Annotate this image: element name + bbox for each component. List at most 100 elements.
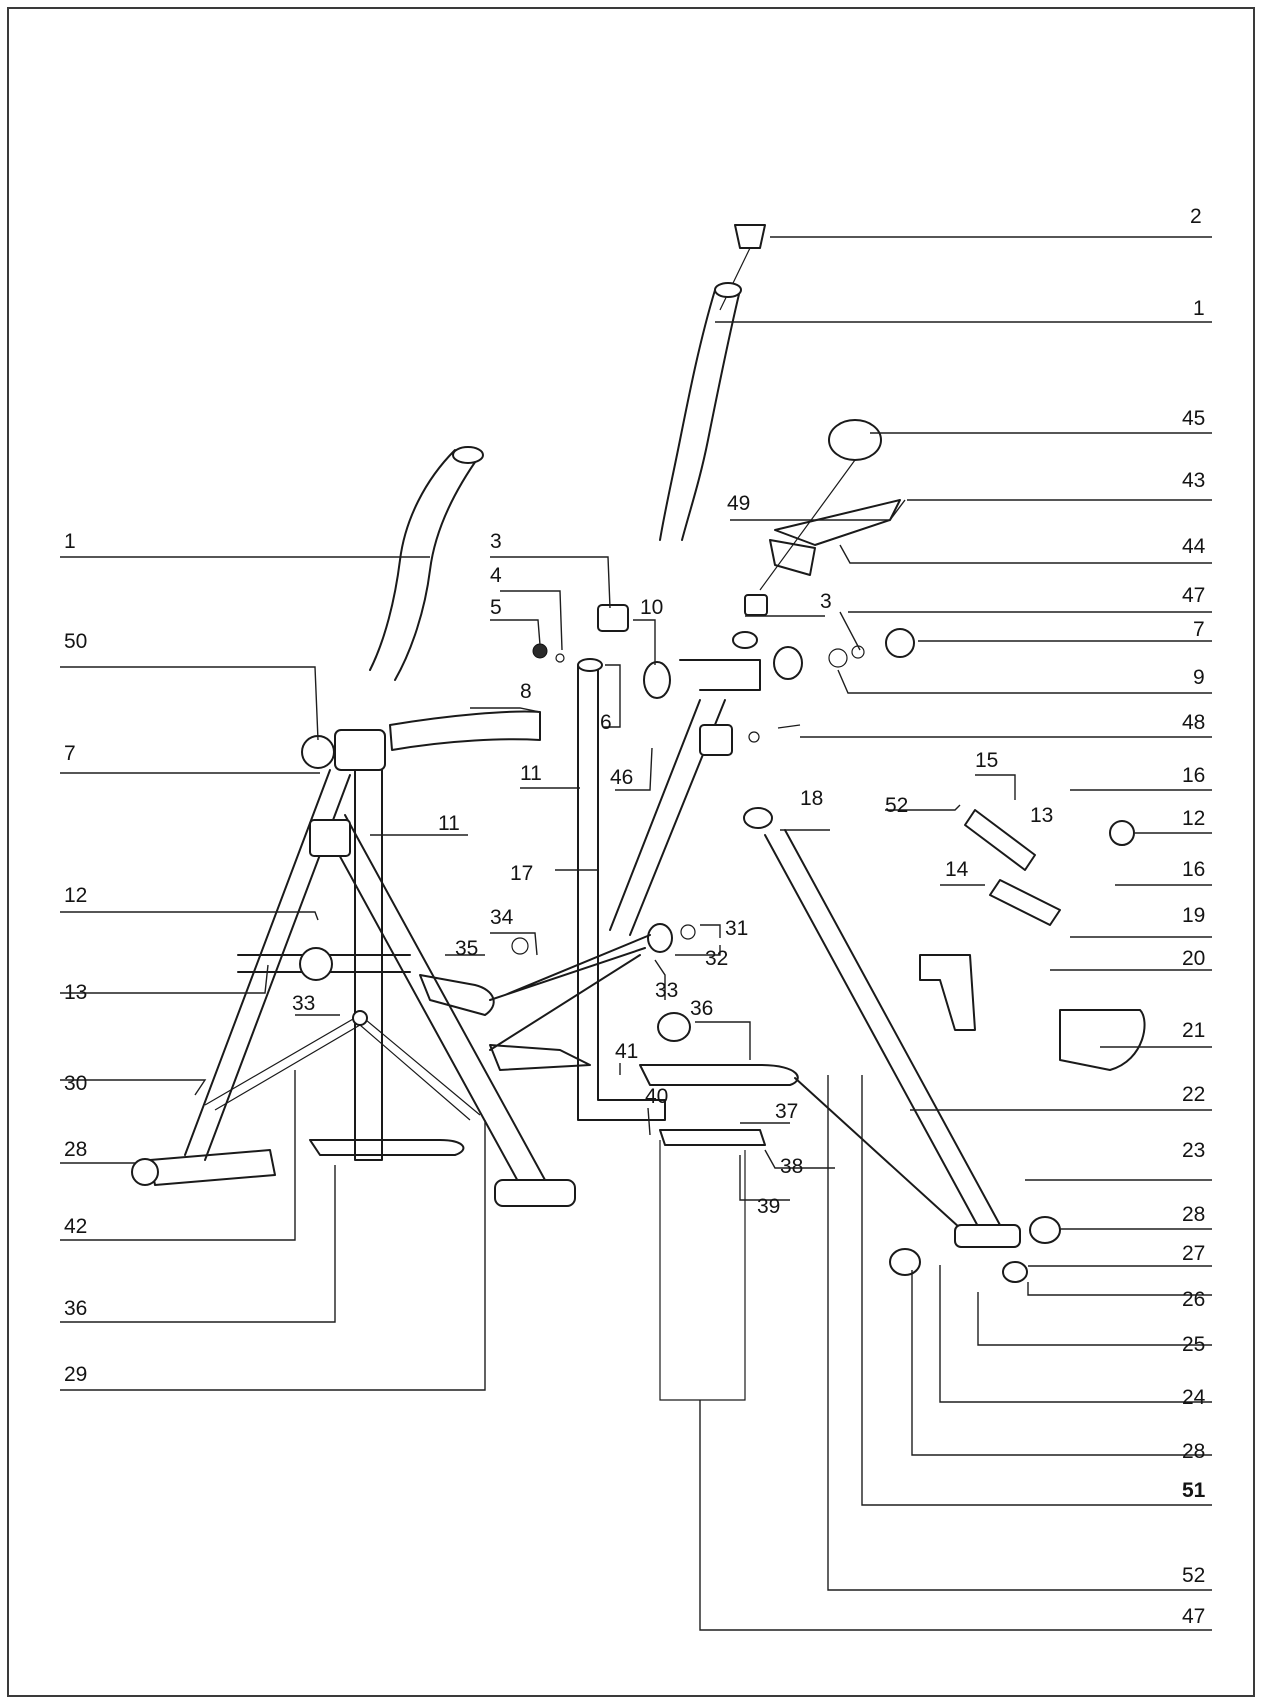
- leader-lines: [60, 236, 1212, 1631]
- callout-40: 40: [645, 1085, 668, 1108]
- left-side-handle: [389, 710, 541, 751]
- callout-8: 8: [520, 680, 532, 703]
- post-top: [577, 658, 603, 672]
- callout-22: 22: [1182, 1083, 1205, 1106]
- callout-1-left: 1: [64, 530, 76, 553]
- right-handlebar: [659, 289, 741, 541]
- callout-9: 9: [1193, 666, 1205, 689]
- callout-2: 2: [1190, 205, 1202, 228]
- callout-41: 41: [615, 1040, 638, 1063]
- callout-31: 31: [725, 917, 748, 940]
- callout-11-left: 11: [438, 812, 460, 835]
- callout-32: 32: [705, 947, 728, 970]
- right-foot-bar: [954, 1224, 1021, 1248]
- left-pedal: [419, 974, 495, 1016]
- axis-line-top: [719, 247, 751, 311]
- exploded-frame-tube: [609, 659, 761, 936]
- callout-16-top: 16: [1182, 764, 1205, 787]
- callout-14: 14: [945, 858, 969, 881]
- pedal-arm-21: [1059, 1009, 1146, 1071]
- cable-pulley: [352, 1010, 368, 1026]
- callout-13-right: 13: [1030, 804, 1053, 827]
- lever-arm: [489, 934, 651, 1051]
- callout-33-left: 33: [292, 992, 315, 1015]
- left-knob-12: [299, 947, 333, 981]
- right-knob-7: [885, 628, 915, 658]
- left-foot-cap: [131, 1158, 159, 1186]
- exploded-base-plate: [639, 1064, 799, 1086]
- callout-20: 20: [1182, 947, 1205, 970]
- callout-7-right: 7: [1193, 618, 1205, 641]
- stabilizer-cable: [204, 1014, 481, 1121]
- callout-45: 45: [1182, 407, 1205, 430]
- bushing-18: [743, 807, 773, 829]
- callout-25: 25: [1182, 1333, 1205, 1356]
- callout-18: 18: [800, 787, 823, 810]
- left-handlebar-grip: [369, 449, 481, 681]
- left-knob-7: [301, 735, 335, 769]
- callout-36-bottom: 36: [64, 1297, 87, 1320]
- washer-32: [680, 924, 696, 940]
- callout-28-left: 28: [64, 1138, 87, 1161]
- bushing-33: [647, 923, 673, 953]
- plate-37: [659, 1129, 766, 1146]
- callout-43: 43: [1182, 469, 1205, 492]
- callout-52-bottom: 52: [1182, 1564, 1205, 1587]
- callout-3-top: 3: [490, 530, 502, 553]
- callout-labels: 2 1 45 43 49 44 1 3 4 5 10 3 47 7 50 8 9…: [64, 205, 1206, 1628]
- callout-7-left: 7: [64, 742, 76, 765]
- link-plate-13: [964, 809, 1036, 871]
- callout-47-top: 47: [1182, 584, 1205, 607]
- callout-6: 6: [600, 711, 612, 734]
- page-frame: [7, 7, 1255, 1697]
- callout-12-right: 12: [1182, 807, 1205, 830]
- callout-24: 24: [1182, 1386, 1206, 1409]
- axis-line-knob: [759, 459, 856, 591]
- foot-lever: [489, 1044, 591, 1071]
- callout-4: 4: [490, 564, 502, 587]
- callout-38: 38: [780, 1155, 803, 1178]
- callout-33-center: 33: [655, 979, 678, 1002]
- rear-leg: [319, 814, 546, 1186]
- support-rod: [794, 1077, 961, 1229]
- callout-50: 50: [64, 630, 87, 653]
- callout-30: 30: [64, 1072, 87, 1095]
- callout-39: 39: [757, 1195, 780, 1218]
- left-handlebar-end: [452, 446, 484, 464]
- callout-3-mid: 3: [820, 590, 832, 613]
- plug-3: [597, 604, 629, 632]
- callout-51: 51: [1182, 1479, 1206, 1502]
- callout-17: 17: [510, 862, 533, 885]
- left-foot-cap-28: [889, 1248, 921, 1276]
- bushing-10: [643, 661, 671, 699]
- callout-19: 19: [1182, 904, 1205, 927]
- bolt-48: [777, 724, 801, 729]
- rear-foot-caps: [494, 1179, 576, 1207]
- callout-16-mid: 16: [1182, 858, 1205, 881]
- callout-42: 42: [64, 1215, 87, 1238]
- callout-23: 23: [1182, 1139, 1205, 1162]
- callout-21: 21: [1182, 1019, 1205, 1042]
- callout-12-left: 12: [64, 884, 87, 907]
- link-plate-14: [989, 879, 1061, 926]
- right-handlebar-end: [714, 282, 742, 298]
- bracket-47: [659, 1140, 746, 1401]
- callout-27: 27: [1182, 1242, 1205, 1265]
- right-foot-cap-28: [1029, 1216, 1061, 1244]
- assembled-stepper-machine: [131, 446, 576, 1207]
- nut-5: [532, 643, 548, 659]
- callout-52-top: 52: [885, 794, 908, 817]
- center-knob: [657, 1012, 691, 1042]
- cap-35: [511, 937, 529, 955]
- handle-bracket: [769, 499, 901, 576]
- callout-5: 5: [490, 596, 502, 619]
- exploded-parts: [489, 224, 1146, 1401]
- pivot-block: [309, 819, 351, 857]
- pivot-block-exploded: [699, 724, 733, 756]
- callout-26: 26: [1182, 1288, 1205, 1311]
- callout-28-right-top: 28: [1182, 1203, 1205, 1226]
- callout-13-left: 13: [64, 981, 87, 1004]
- callout-47-bottom: 47: [1182, 1605, 1205, 1628]
- left-base-plate: [309, 1139, 465, 1156]
